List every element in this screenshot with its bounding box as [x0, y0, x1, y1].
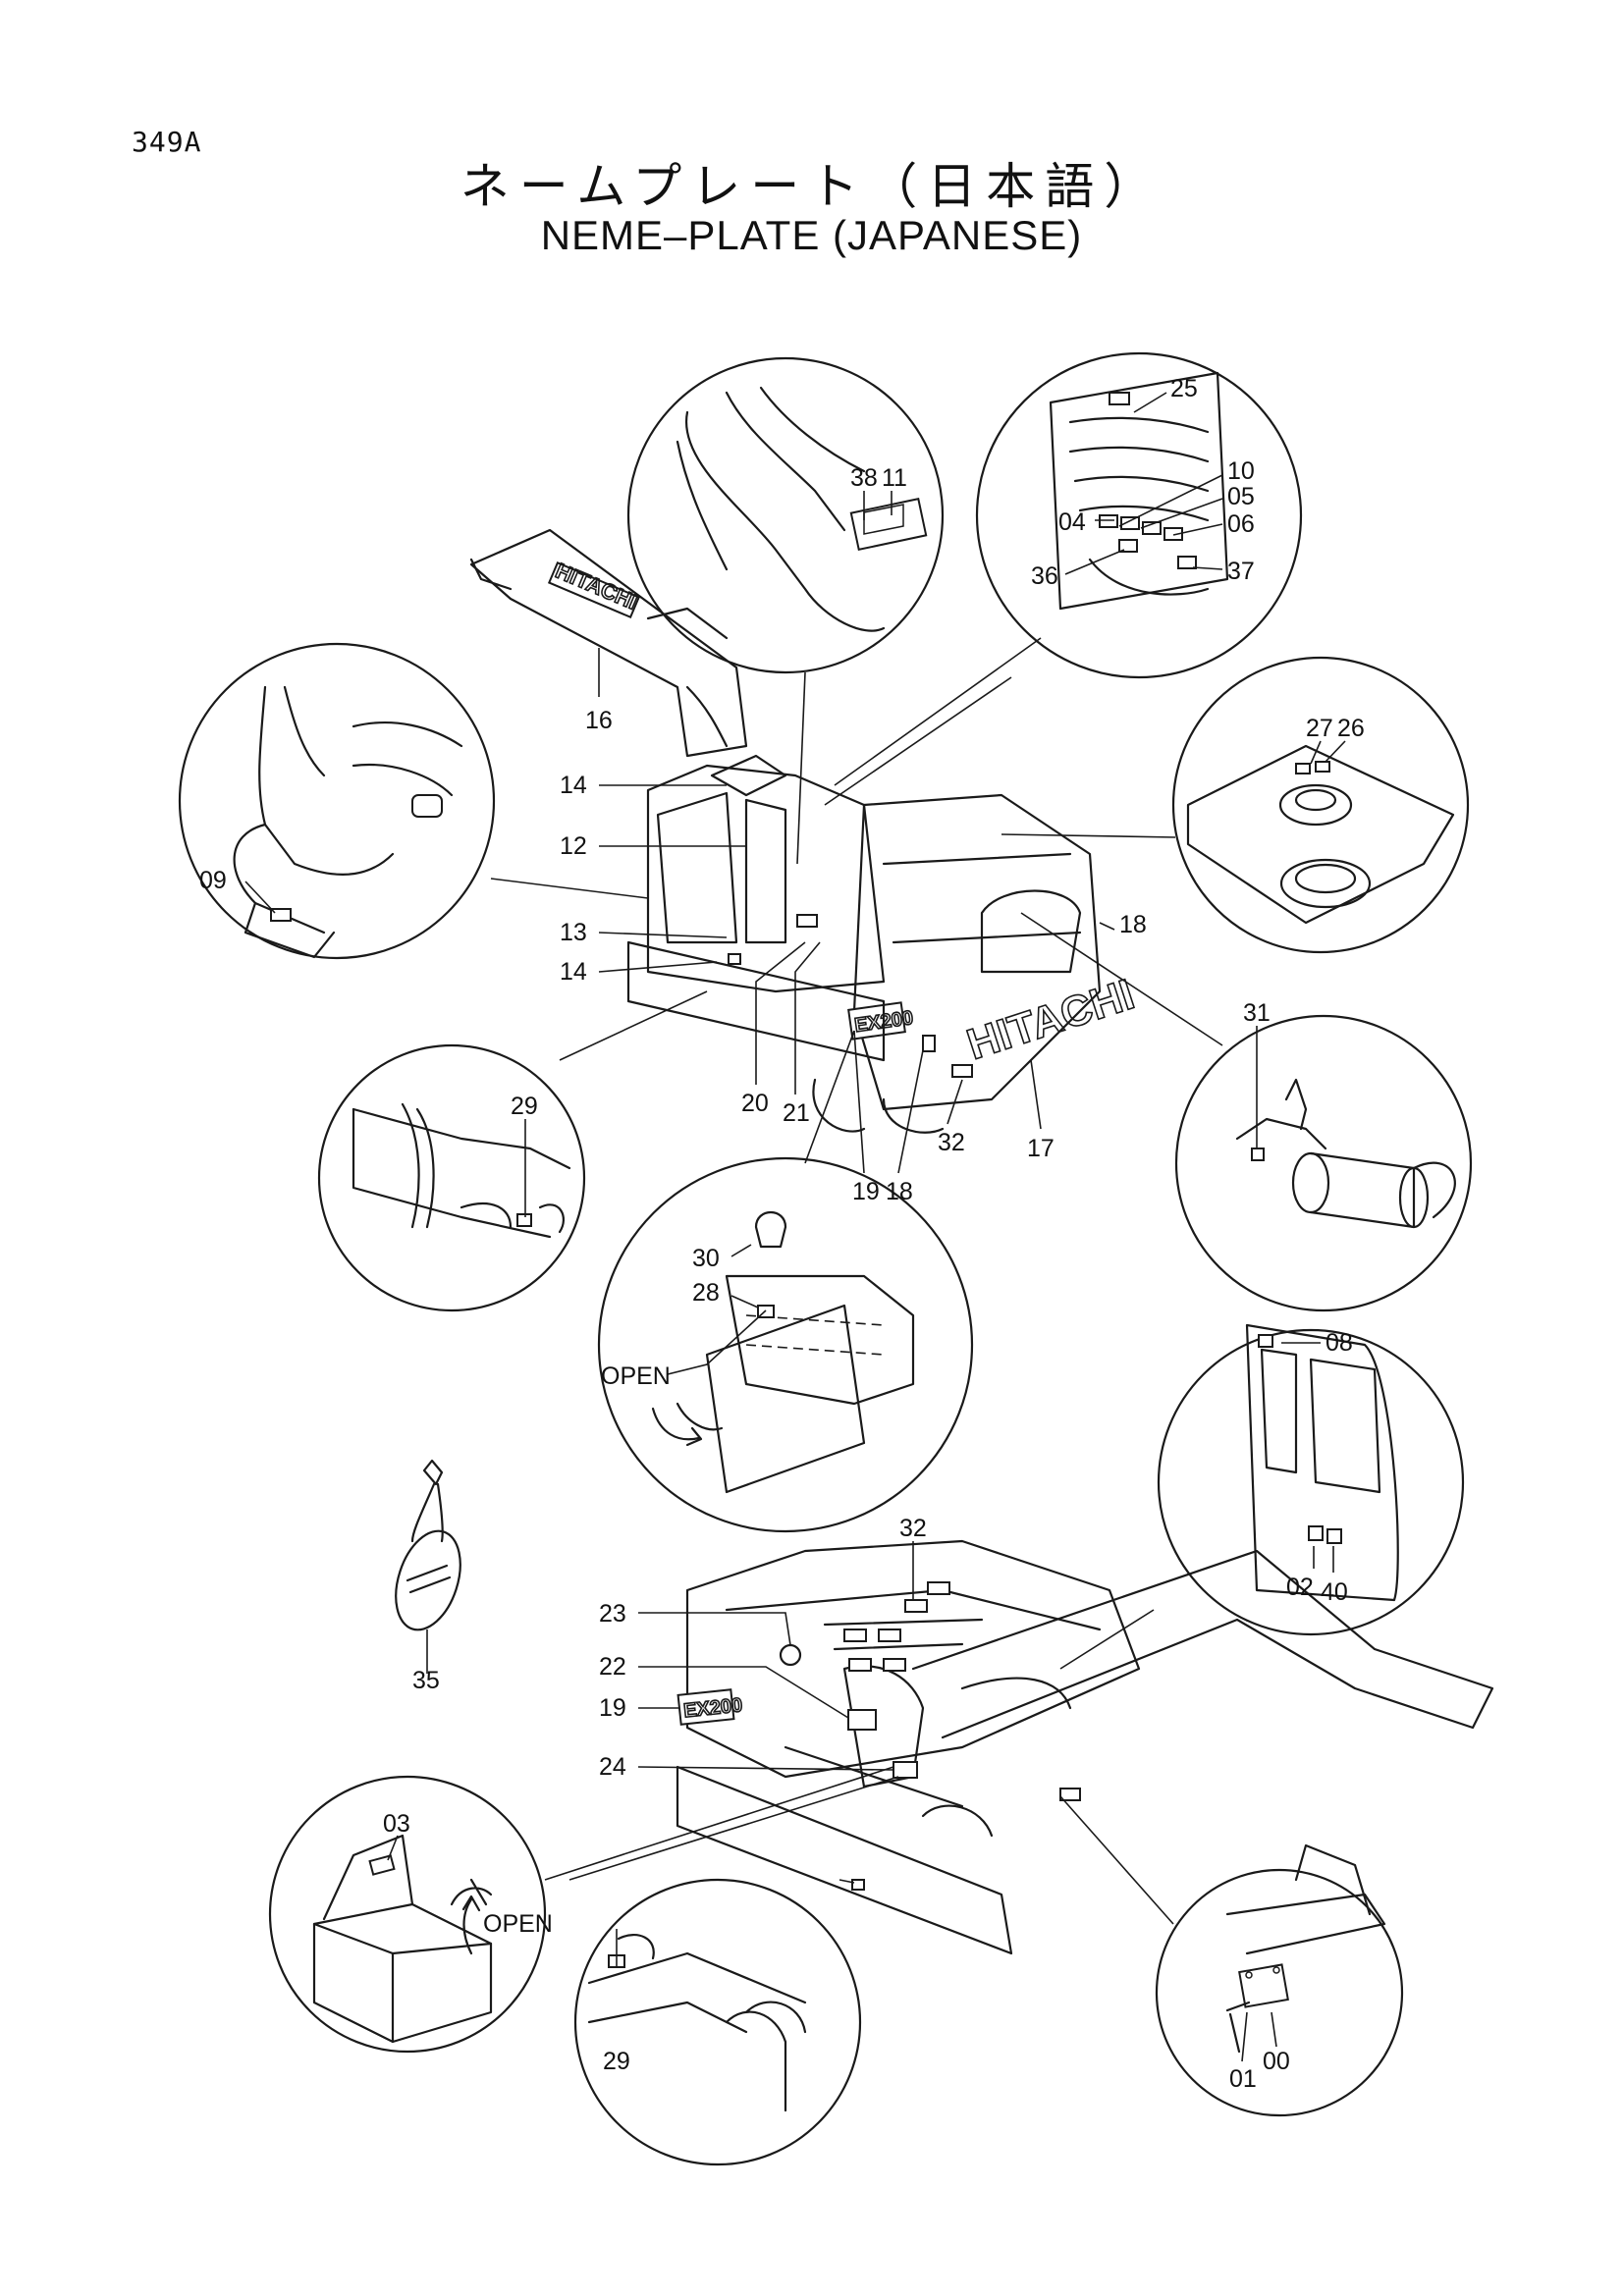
excavator-bottom-view: EX200: [676, 1539, 1494, 1955]
callout-09: 09: [199, 867, 227, 894]
callout-13: 13: [560, 919, 587, 946]
callout-23: 23: [599, 1600, 626, 1628]
detail-battery-box-circle: [597, 1156, 974, 1533]
callout-20: 20: [741, 1090, 769, 1117]
callout-05: 05: [1227, 483, 1255, 510]
detail-window-panel-circle: [975, 351, 1303, 679]
callout-24: 24: [599, 1753, 626, 1781]
detail-pump-hose-circle: [1174, 1014, 1473, 1312]
callout-17: 17: [1027, 1135, 1055, 1162]
open-arrow-toolbox: [462, 1897, 473, 1955]
open-label-toolbox: OPEN: [483, 1910, 553, 1938]
callout-21: 21: [783, 1099, 810, 1127]
callout-02: 02: [1286, 1574, 1314, 1601]
detail-tank-cap-circle: [1171, 656, 1470, 954]
callout-30: 30: [692, 1245, 720, 1272]
detail-door-circle: [1157, 1323, 1465, 1636]
callout-11: 11: [882, 464, 907, 492]
open-annotations: OPEN OPEN: [461, 1362, 703, 1955]
callout-12: 12: [560, 832, 587, 860]
leader-lines: [244, 392, 1346, 2062]
callout-35: 35: [412, 1667, 440, 1694]
callout-29-lower: 29: [603, 2048, 630, 2075]
hanging-tag-35: [395, 1459, 461, 1631]
boom-brand-text: HITACHI: [552, 559, 640, 614]
open-label-battery: OPEN: [601, 1362, 671, 1390]
side-brand-text: HITACHI: [961, 970, 1140, 1069]
callout-10: 10: [1227, 457, 1255, 485]
callout-18-lower: 18: [886, 1178, 913, 1205]
title-english: NEME–PLATE (JAPANESE): [540, 212, 1083, 258]
open-arrow-battery: [651, 1407, 701, 1441]
callout-19-upper: 19: [852, 1178, 880, 1205]
callout-00: 00: [1263, 2048, 1290, 2075]
callout-04: 04: [1058, 508, 1086, 536]
callout-06: 06: [1227, 510, 1255, 538]
excavator-top-view: HITACHI HITACHI EX200: [469, 528, 1141, 1134]
callout-14-lower: 14: [560, 958, 587, 986]
title-japanese: ネームプレート（日本語）: [460, 158, 1163, 215]
callout-16: 16: [585, 707, 613, 734]
callout-28: 28: [692, 1279, 720, 1307]
detail-serial-plate-circle: [1155, 1843, 1404, 2117]
callout-25: 25: [1170, 375, 1198, 402]
detail-toolbox-circle: [268, 1775, 547, 2054]
callout-14-upper: 14: [560, 772, 587, 799]
callout-08: 08: [1325, 1329, 1353, 1357]
callout-36: 36: [1031, 562, 1058, 590]
callout-38: 38: [850, 464, 878, 492]
detail-seat-circle: [178, 642, 496, 960]
callout-26: 26: [1337, 715, 1365, 742]
callout-31: 31: [1243, 999, 1271, 1027]
callout-27: 27: [1306, 715, 1333, 742]
page-code: 349A: [132, 126, 202, 158]
callout-37: 37: [1227, 558, 1255, 585]
callout-18-upper: 18: [1119, 911, 1147, 938]
detail-cab-top-circle: [626, 356, 945, 674]
callout-01: 01: [1229, 2065, 1257, 2093]
callout-labels: 25 10 05 04 06 36 37 38 11 16 27 26 14 1…: [199, 375, 1365, 2093]
detail-track-frame-circle-bottom: [573, 1878, 862, 2166]
callout-03: 03: [383, 1810, 410, 1838]
callout-19-lower: 19: [599, 1694, 626, 1722]
callout-22: 22: [599, 1653, 626, 1681]
callout-32-upper: 32: [938, 1129, 965, 1156]
callout-40: 40: [1321, 1578, 1348, 1606]
detail-track-frame-circle-top: [317, 1043, 586, 1312]
callout-29-upper: 29: [511, 1093, 538, 1120]
callout-32-lower: 32: [899, 1515, 927, 1542]
